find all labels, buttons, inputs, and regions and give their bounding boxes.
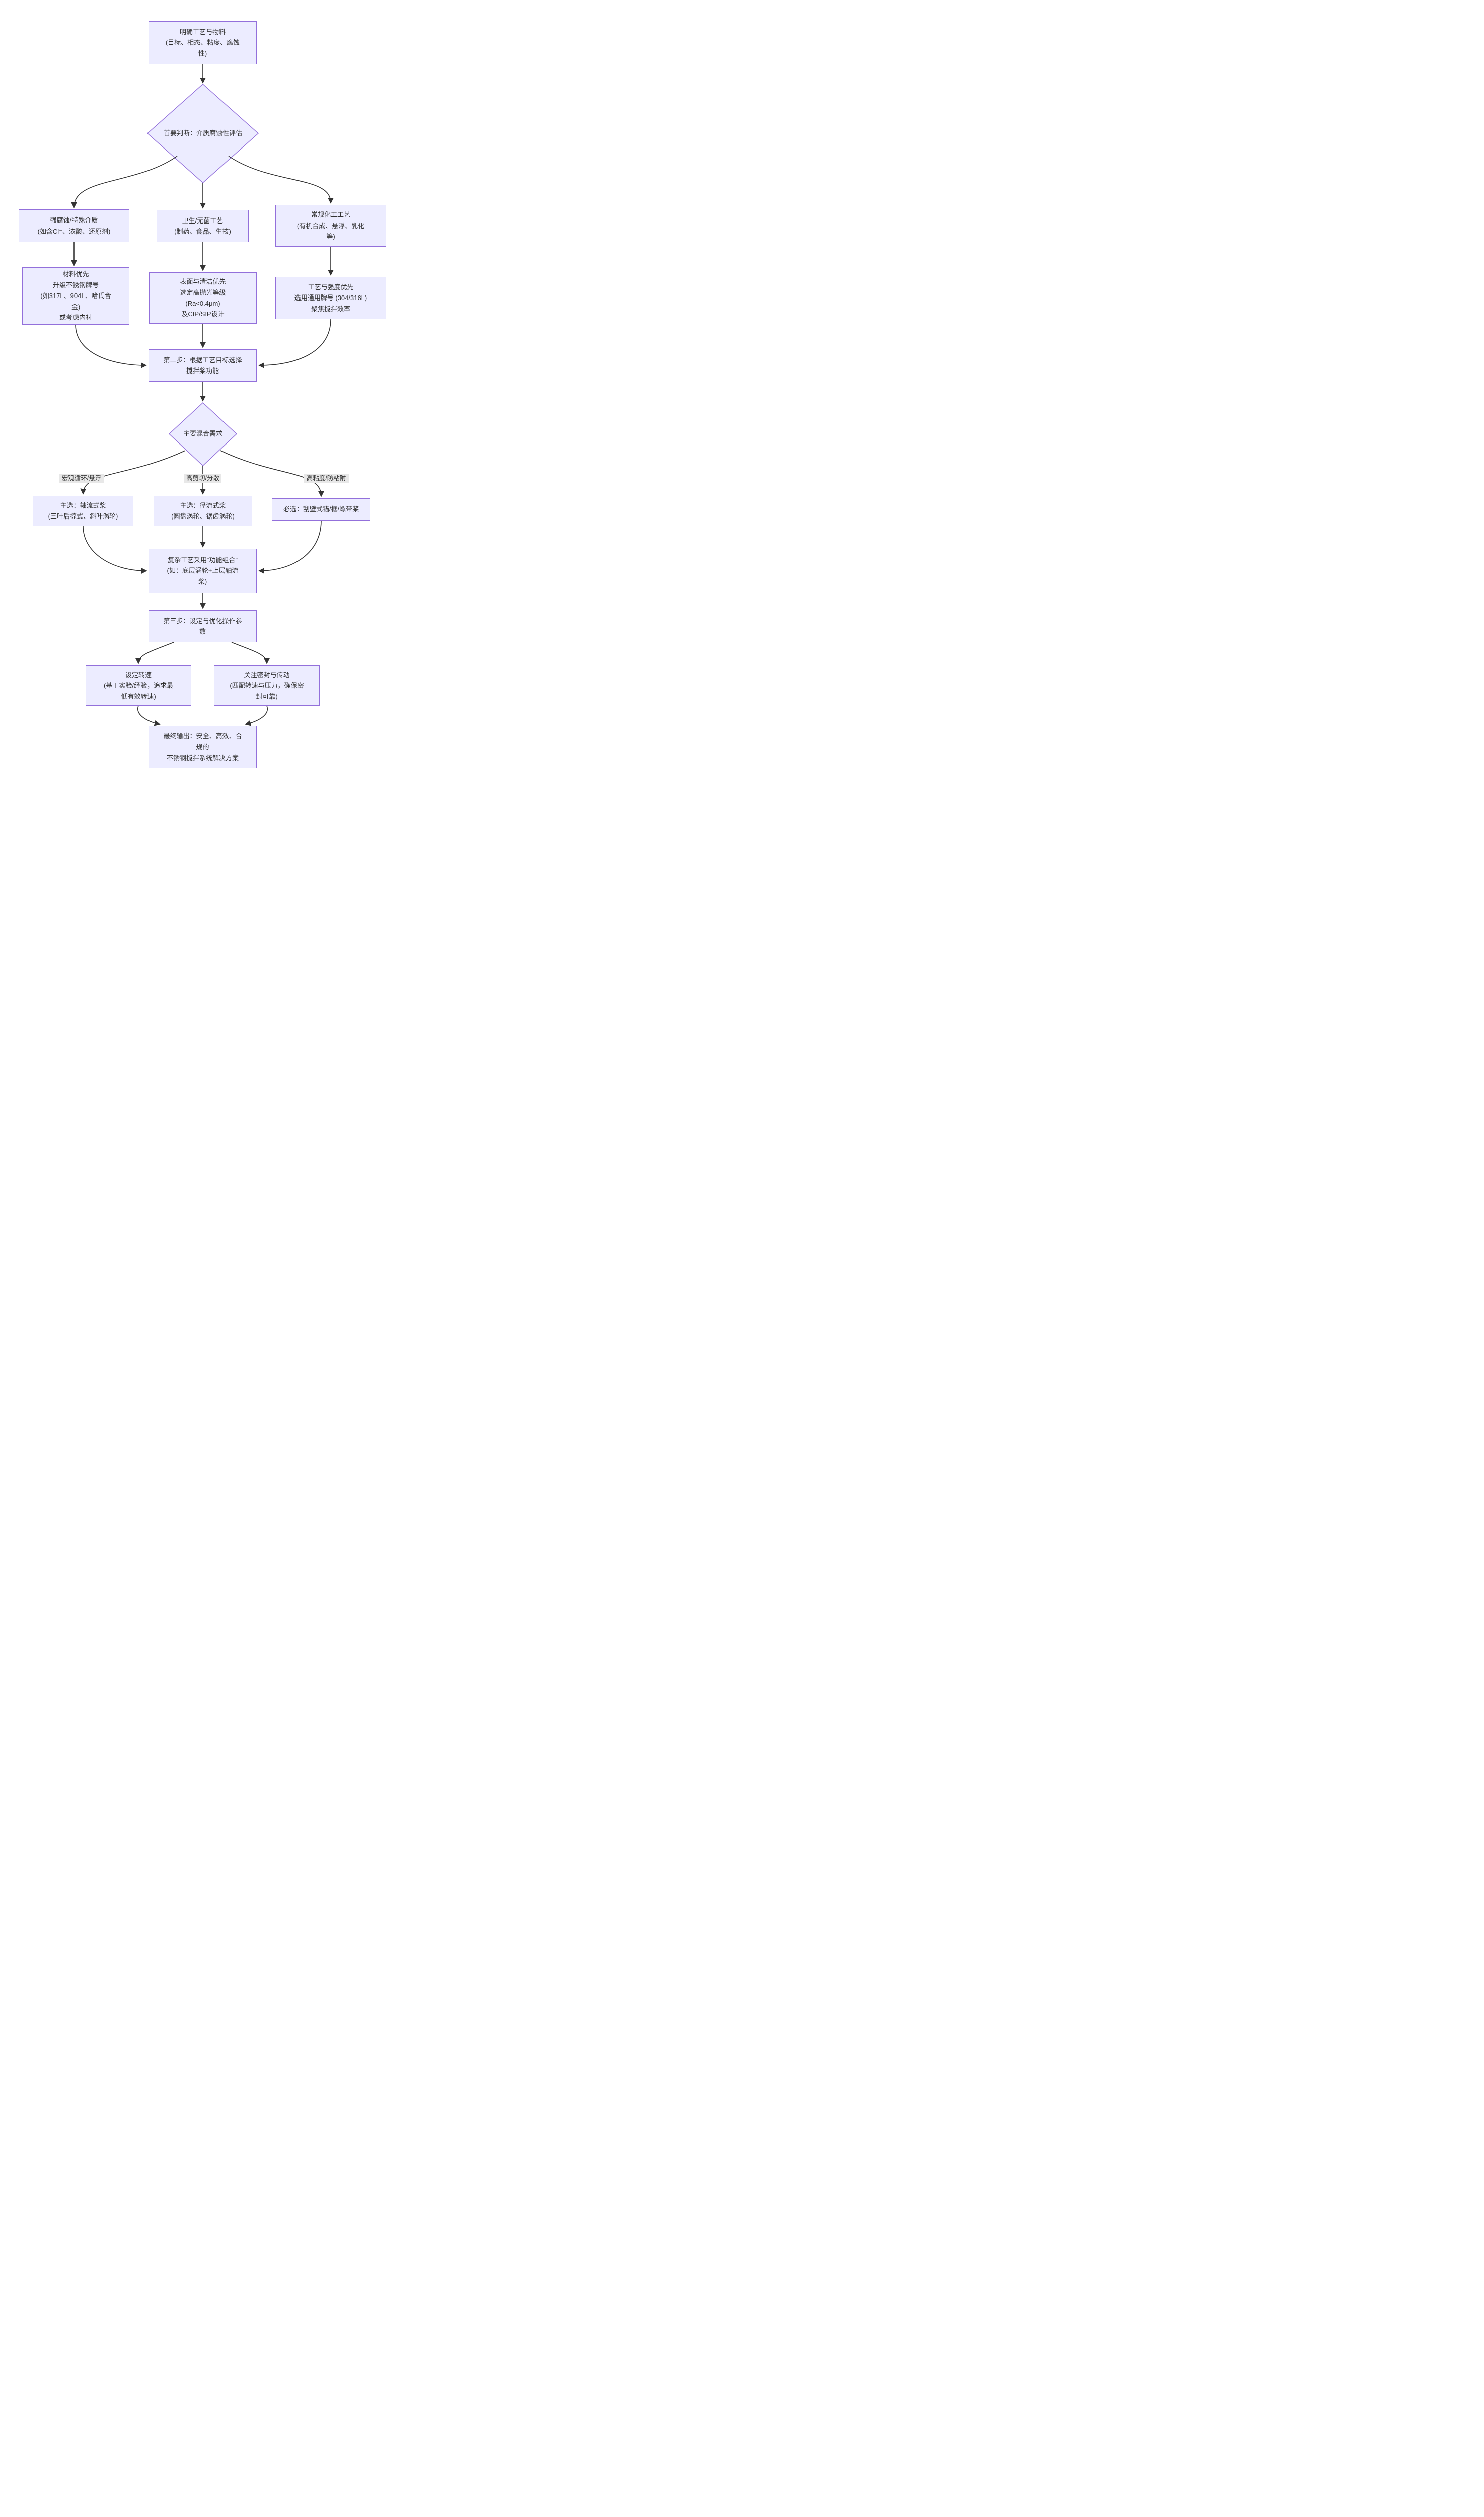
node-final-label: 最终输出：安全、高效、合 规的 不锈钢搅拌系统解决方案 (163, 732, 242, 762)
edge-axial-to-combo (83, 526, 147, 574)
node-radial-label: 主选：径流式桨 (圆盘涡轮、锯齿涡轮) (171, 501, 235, 520)
edge-label-viscous-text: 高粘度/防粘附 (306, 474, 346, 482)
node-general-label: 常规化工工艺 (有机合成、悬浮、乳化 等) (296, 211, 365, 241)
node-step3-operating-parameters: 第三步：设定与优化操作参 数 (149, 610, 257, 642)
node-general-chemical-process: 常规化工工艺 (有机合成、悬浮、乳化 等) (275, 205, 386, 247)
node-start-label: 明确工艺与物料 (目标、相态、粘度、腐蚀 性) (165, 28, 240, 57)
edge-decision1-to-general (228, 156, 334, 204)
flowchart-edges-layer (71, 64, 334, 726)
node-seal-and-drive: 关注密封与传动 (匹配转速与压力，确保密 封可靠) (214, 665, 320, 706)
edge-label-macro-circulation: 宏观循环/悬浮 (59, 474, 104, 483)
edge-step3-to-speed (135, 642, 174, 664)
node-process-strength-priority: 工艺与强度优先 选用通用牌号 (304/316L) 聚焦搅拌效率 (275, 277, 386, 319)
edge-decision1-to-strong (71, 156, 178, 208)
edge-label-high-shear: 高剪切/分散 (184, 474, 221, 483)
node-wall-scraping-impeller: 必选：刮壁式锚/框/螺带桨 (272, 498, 370, 521)
edge-label-high-viscosity: 高粘度/防粘附 (304, 474, 349, 483)
edge-decision2-to-axial (80, 450, 186, 495)
flowchart-canvas: 明确工艺与物料 (目标、相态、粘度、腐蚀 性) 首要判断：介质腐蚀性评估 强腐蚀… (0, 0, 403, 787)
edge-speed-to-final (137, 705, 161, 726)
node-axial-flow-impeller: 主选：轴流式桨 (三叶后掠式、斜叶涡轮) (33, 496, 133, 526)
edge-step3-to-seal (231, 642, 270, 664)
node-axial-label: 主选：轴流式桨 (三叶后掠式、斜叶涡轮) (48, 501, 118, 520)
node-final-output-solution: 最终输出：安全、高效、合 规的 不锈钢搅拌系统解决方案 (149, 726, 257, 768)
node-surface-label: 表面与清洁优先 选定高抛光等级 (Ra<0.4μm) 及CIP/SIP设计 (180, 278, 226, 318)
node-start-process-materials: 明确工艺与物料 (目标、相态、粘度、腐蚀 性) (149, 21, 257, 64)
node-step2-select-impeller: 第二步：根据工艺目标选择 搅拌桨功能 (149, 349, 257, 382)
edge-strength-to-step2 (258, 319, 331, 368)
node-decision2-label: 主要混合需求 (183, 430, 222, 438)
node-material-priority: 材料优先 升级不锈钢牌号 (如317L、904L、哈氏合 金) 或考虑内衬 (22, 267, 129, 325)
node-strong-label: 强腐蚀/特殊介质 (如含Cl⁻、浓酸、还原剂) (37, 216, 111, 235)
edge-decision2-to-wall (220, 450, 324, 497)
node-hygiene-label: 卫生/无菌工艺 (制药、食品、生技) (174, 216, 231, 235)
edge-material-to-step2 (75, 324, 147, 368)
node-set-rotation-speed: 设定转速 (基于实验/经验，追求最 低有效转速) (86, 665, 191, 706)
node-step2-label: 第二步：根据工艺目标选择 搅拌桨功能 (163, 356, 242, 375)
node-wall-label: 必选：刮壁式锚/框/螺带桨 (283, 505, 359, 513)
node-hygienic-process: 卫生/无菌工艺 (制药、食品、生技) (157, 210, 249, 242)
node-decision-mixing-need: 主要混合需求 (169, 403, 237, 466)
node-surface-cleanliness-priority: 表面与清洁优先 选定高抛光等级 (Ra<0.4μm) 及CIP/SIP设计 (149, 272, 257, 324)
edge-label-shear-text: 高剪切/分散 (186, 474, 219, 482)
node-seal-label: 关注密封与传动 (匹配转速与压力，确保密 封可靠) (230, 671, 304, 700)
node-step3-label: 第三步：设定与优化操作参 数 (163, 617, 242, 635)
node-decision1-label: 首要判断：介质腐蚀性评估 (163, 129, 242, 137)
edge-label-macro-text: 宏观循环/悬浮 (61, 474, 102, 482)
node-strong-corrosive-media: 强腐蚀/特殊介质 (如含Cl⁻、浓酸、还原剂) (19, 209, 129, 242)
node-radial-flow-impeller: 主选：径流式桨 (圆盘涡轮、锯齿涡轮) (154, 496, 252, 526)
node-material-label: 材料优先 升级不锈钢牌号 (如317L、904L、哈氏合 金) 或考虑内衬 (40, 270, 111, 322)
node-strength-label: 工艺与强度优先 选用通用牌号 (304/316L) 聚焦搅拌效率 (294, 283, 367, 313)
node-function-combination: 复杂工艺采用“功能组合” (如：底层涡轮+上层轴流 桨) (149, 549, 257, 593)
node-decision-corrosion: 首要判断：介质腐蚀性评估 (147, 84, 258, 183)
edge-wall-to-combo (258, 520, 322, 574)
node-combo-label: 复杂工艺采用“功能组合” (如：底层涡轮+上层轴流 桨) (167, 556, 239, 585)
node-speed-label: 设定转速 (基于实验/经验，追求最 低有效转速) (104, 671, 173, 700)
edge-seal-to-final (245, 705, 268, 726)
